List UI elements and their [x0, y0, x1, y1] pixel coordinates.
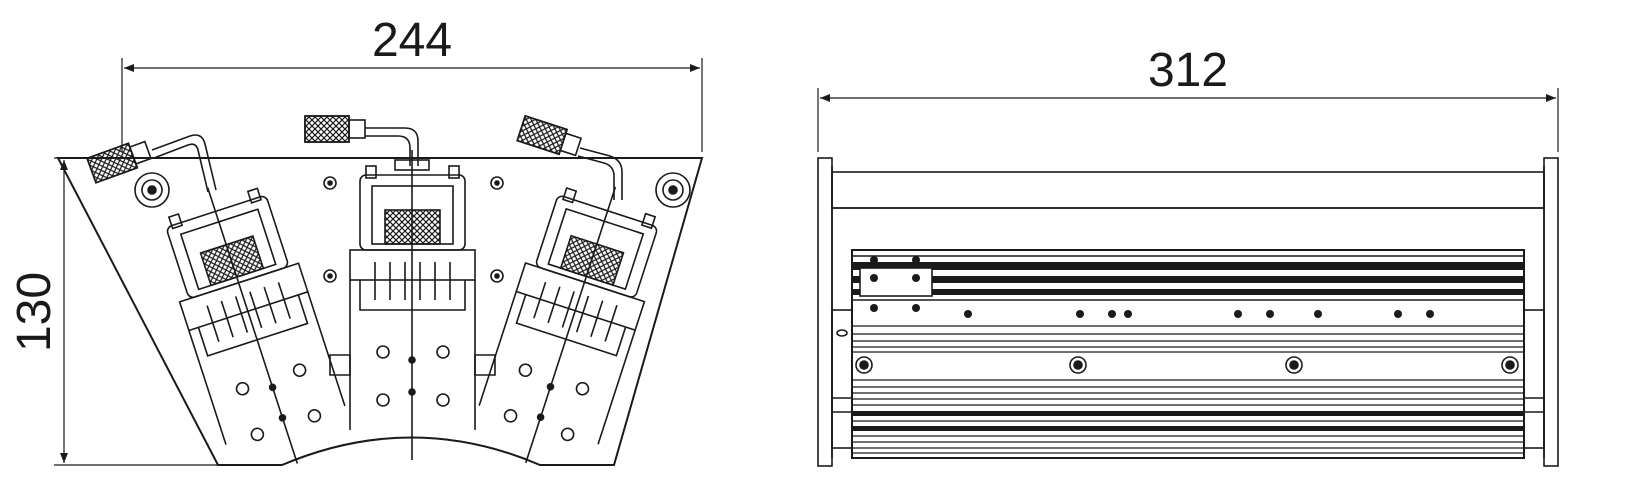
fin-band-middle	[852, 325, 1524, 353]
left-connector	[86, 134, 217, 193]
heatsink-screws-top	[870, 256, 1434, 318]
mounting-plate	[56, 157, 704, 466]
end-bracket-right	[1543, 157, 1559, 467]
right-connector	[516, 114, 623, 200]
end-bracket-left	[817, 157, 833, 467]
plate-screws	[323, 176, 504, 283]
dimension-312	[817, 88, 1559, 152]
corner-mount-left	[134, 172, 170, 208]
top-rail	[831, 171, 1545, 209]
heatsink-mount-screws	[855, 356, 1519, 374]
fin-band-bottom	[852, 379, 1524, 454]
corner-mount-right	[655, 172, 691, 208]
side-clamp-right	[1523, 309, 1545, 449]
dimension-label-312: 312	[1148, 44, 1228, 97]
center-connector	[304, 115, 430, 171]
dimension-label-244: 244	[372, 14, 452, 67]
side-view	[817, 88, 1559, 467]
center-module	[329, 150, 496, 460]
left-module	[166, 187, 346, 464]
right-module	[478, 186, 658, 464]
dimension-label-130: 130	[8, 272, 61, 352]
dimension-244	[121, 58, 703, 152]
heatsink-body	[851, 249, 1525, 459]
front-view	[54, 58, 704, 466]
fin-band-top	[852, 255, 1524, 301]
label-plate	[859, 267, 933, 297]
